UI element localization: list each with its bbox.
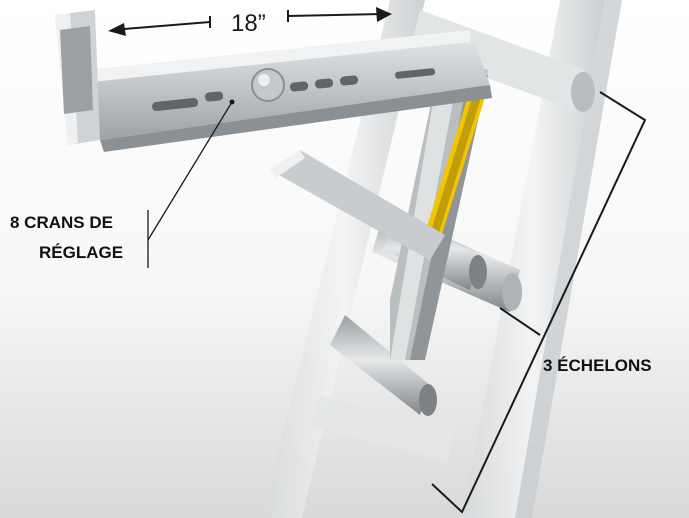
dimension-arrow (108, 7, 392, 36)
ladder-rung (310, 395, 455, 462)
adjustment-slot (315, 78, 334, 89)
notches-label-line2: RÉGLAGE (39, 243, 124, 262)
adjustment-slot (205, 91, 224, 102)
brand-label (424, 90, 486, 240)
notches-label-line1: 8 CRANS DE (10, 213, 113, 232)
diagonal-brace (270, 150, 445, 260)
dimension-label: 18” (231, 10, 266, 37)
rungs-bracket (431, 91, 647, 514)
adjustment-slot (395, 68, 436, 79)
ladder-rail-left (262, 0, 425, 518)
adjustment-slot (340, 75, 359, 86)
rungs-label: 3 ÉCHELONS (543, 356, 652, 375)
adjustment-slot (152, 98, 199, 111)
callout-leader-notches (147, 99, 235, 268)
platform-beam (90, 30, 492, 152)
ladder-rail-right (462, 0, 622, 518)
rung-hook-tube (330, 315, 437, 416)
adjustment-slot (290, 81, 309, 92)
platform-end-bracket (55, 10, 100, 145)
adjustment-knob (251, 68, 285, 102)
